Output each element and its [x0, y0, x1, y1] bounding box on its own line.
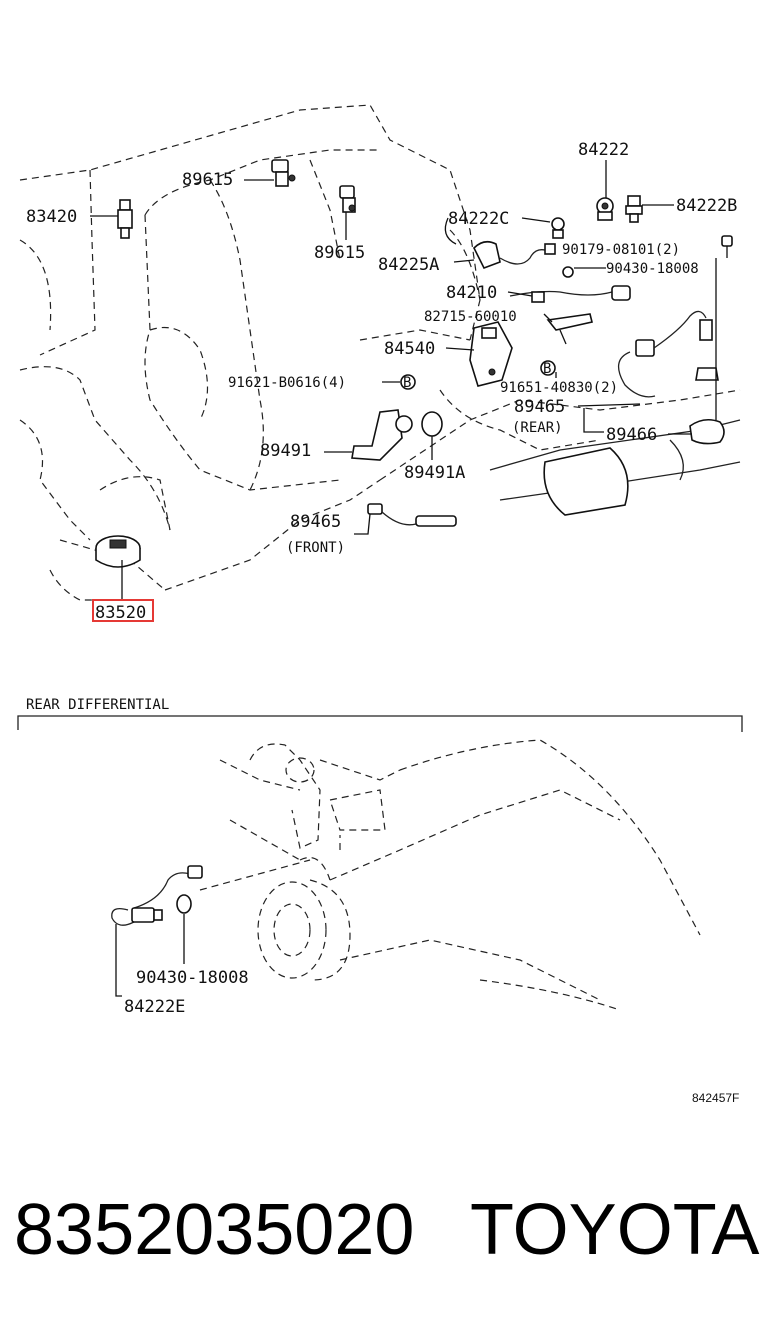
label-91651: 91651-40830(2): [500, 380, 618, 396]
leader-lines-lower: [115, 914, 185, 997]
label-84210: 84210: [446, 283, 497, 303]
leader-lines-upper: [90, 160, 692, 600]
label-89615-lower: 89615: [314, 243, 365, 263]
label-84222b: 84222B: [676, 196, 737, 216]
label-84222e: 84222E: [124, 997, 185, 1017]
labels-lower: 90430-18008 84222E: [124, 968, 249, 1017]
label-90430-b: 90430-18008: [136, 968, 249, 988]
switch-84222c[interactable]: [551, 217, 565, 239]
switch-83420[interactable]: [117, 199, 133, 239]
sensor-84222e[interactable]: [111, 865, 203, 926]
gasket-90430-a[interactable]: [562, 266, 574, 278]
oring-89491a[interactable]: [421, 411, 443, 437]
label-83520: 83520: [95, 603, 146, 623]
label-89466: 89466: [606, 425, 657, 445]
brand-name: TOYOTA: [470, 1190, 760, 1270]
switch-84222[interactable]: [596, 197, 614, 221]
differential-outline: [199, 739, 701, 1011]
sensor-89465-front[interactable]: [367, 503, 457, 527]
svg-text:B: B: [403, 375, 411, 391]
bolt-marker-91621: B: [400, 374, 416, 391]
engine-outline: [19, 104, 741, 601]
label-90430-a: 90430-18008: [606, 261, 699, 277]
clip-82715[interactable]: [546, 313, 593, 345]
harness-84210[interactable]: [509, 285, 631, 303]
label-84222c: 84222C: [448, 209, 509, 229]
label-84222: 84222: [578, 140, 629, 160]
label-89491: 89491: [260, 441, 311, 461]
sensor-89465-rear[interactable]: [618, 258, 719, 420]
label-89465-rear: 89465: [514, 397, 565, 417]
part-number: 8352035020: [14, 1190, 415, 1270]
rear-differential-frame: REAR DIFFERENTIAL: [17, 697, 743, 732]
label-82715: 82715-60010: [424, 309, 517, 325]
label-89615-top: 89615: [182, 170, 233, 190]
label-front: (FRONT): [286, 540, 345, 556]
bolt-marker-91651: B: [540, 360, 556, 377]
svg-text:B: B: [543, 361, 551, 377]
label-rear-differential: REAR DIFFERENTIAL: [26, 697, 169, 713]
switch-84222b[interactable]: [625, 195, 643, 223]
bolt-90179[interactable]: [721, 235, 733, 258]
diagram-reference-code: 842457F: [692, 1091, 739, 1105]
label-rear: (REAR): [512, 420, 563, 436]
footer: 8352035020 TOYOTA: [0, 1180, 760, 1290]
label-84540: 84540: [384, 339, 435, 359]
switch-84540[interactable]: [469, 321, 513, 387]
gasket-89466[interactable]: [689, 418, 725, 445]
highlight-box-83520: [92, 599, 154, 622]
label-91621: 91621-B0616(4): [228, 375, 346, 391]
bracket-89491[interactable]: [351, 409, 413, 461]
label-89465-front: 89465: [290, 512, 341, 532]
label-84225a: 84225A: [378, 255, 439, 275]
label-89491a: 89491A: [404, 463, 465, 483]
harness-84225a[interactable]: [473, 240, 556, 270]
sensor-83520[interactable]: [95, 535, 141, 568]
gasket-90430-b[interactable]: [176, 894, 192, 914]
sensor-89615-lower[interactable]: [339, 185, 356, 213]
sensor-89615-top[interactable]: [271, 159, 296, 187]
label-90179: 90179-08101(2): [562, 242, 680, 258]
labels-upper: 89615 83420 89615 84222 84222C 84222B 90…: [26, 140, 737, 623]
label-83420: 83420: [26, 207, 77, 227]
